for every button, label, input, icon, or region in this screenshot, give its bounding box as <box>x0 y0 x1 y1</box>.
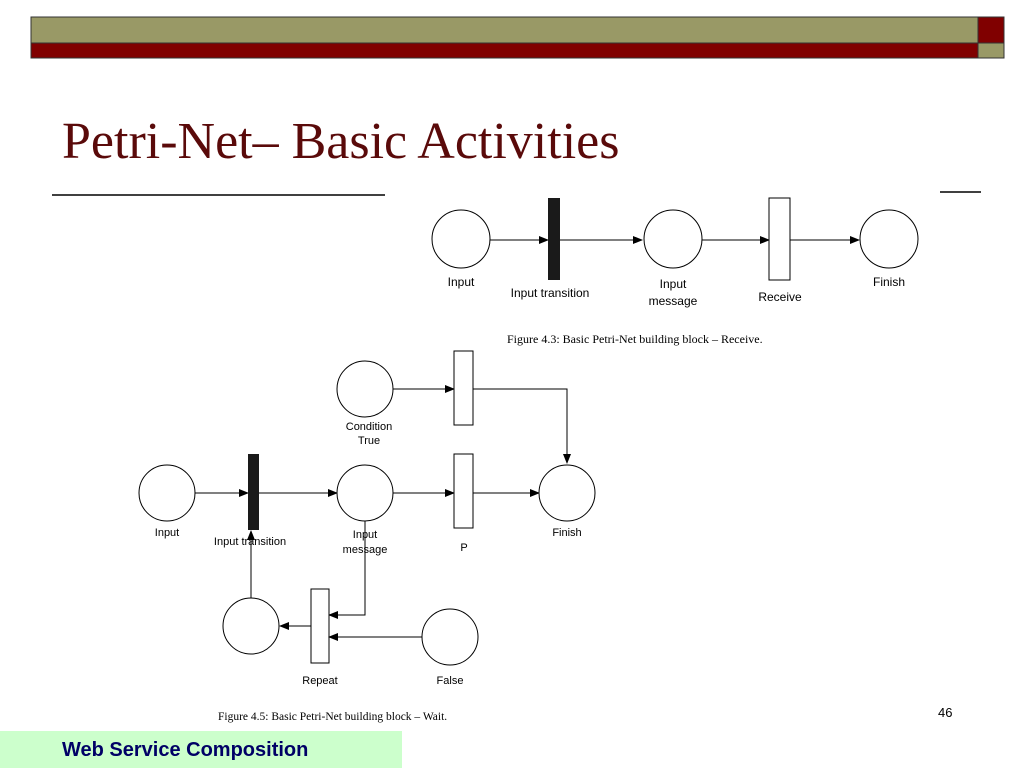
label-p: P <box>460 542 467 554</box>
olive-bar <box>30 16 979 44</box>
footer-text: Web Service Composition <box>62 739 309 761</box>
arc-condition-to-finish <box>473 388 571 464</box>
place-input-message <box>336 464 394 522</box>
label-receive: Receive <box>758 290 802 304</box>
label-input: Input <box>448 275 475 289</box>
label-input-message-line1: Input <box>660 277 687 291</box>
place-finish <box>859 209 919 269</box>
place-finish <box>538 464 596 522</box>
label-finish: Finish <box>873 275 905 289</box>
figure-caption-receive: Figure 4.3: Basic Petri-Net building blo… <box>507 332 763 346</box>
olive-square <box>977 42 1005 59</box>
header-bars <box>30 16 1005 59</box>
maroon-square <box>977 16 1005 44</box>
label-finish: Finish <box>552 527 581 539</box>
place-input-message <box>643 209 703 269</box>
input-transition-bar <box>248 454 259 530</box>
place-false <box>421 608 479 666</box>
place-repeat <box>222 597 280 655</box>
figure-caption-wait: Figure 4.5: Basic Petri-Net building blo… <box>218 711 447 723</box>
label-input-message-line2: message <box>649 294 698 308</box>
arc-message-to-repeat <box>328 521 366 619</box>
place-input <box>138 464 196 522</box>
condition-transition <box>453 350 474 426</box>
receive-petri-net-diagram: Input Input transition Input message Rec… <box>431 197 919 346</box>
label-condition-line2: True <box>358 435 380 447</box>
place-condition-true <box>336 360 394 418</box>
input-transition-bar <box>548 198 560 280</box>
repeat-transition <box>310 588 330 664</box>
footer-band <box>0 731 402 768</box>
label-input: Input <box>155 527 179 539</box>
place-input <box>431 209 491 269</box>
maroon-bar <box>30 42 979 59</box>
label-input-transition: Input transition <box>214 536 286 548</box>
label-condition-line1: Condition <box>346 421 392 433</box>
p-transition <box>453 453 474 529</box>
page-number: 46 <box>938 705 953 720</box>
label-repeat: Repeat <box>302 675 337 687</box>
slide-title: Petri-Net– Basic Activities <box>62 113 620 170</box>
label-input-message-line2: message <box>343 544 388 556</box>
title-underline <box>52 191 981 196</box>
label-false: False <box>437 675 464 687</box>
label-input-message-line1: Input <box>353 529 377 541</box>
receive-transition <box>768 197 791 281</box>
wait-petri-net-diagram: Condition True Input Input transition In… <box>138 350 596 723</box>
label-input-transition: Input transition <box>511 286 590 300</box>
